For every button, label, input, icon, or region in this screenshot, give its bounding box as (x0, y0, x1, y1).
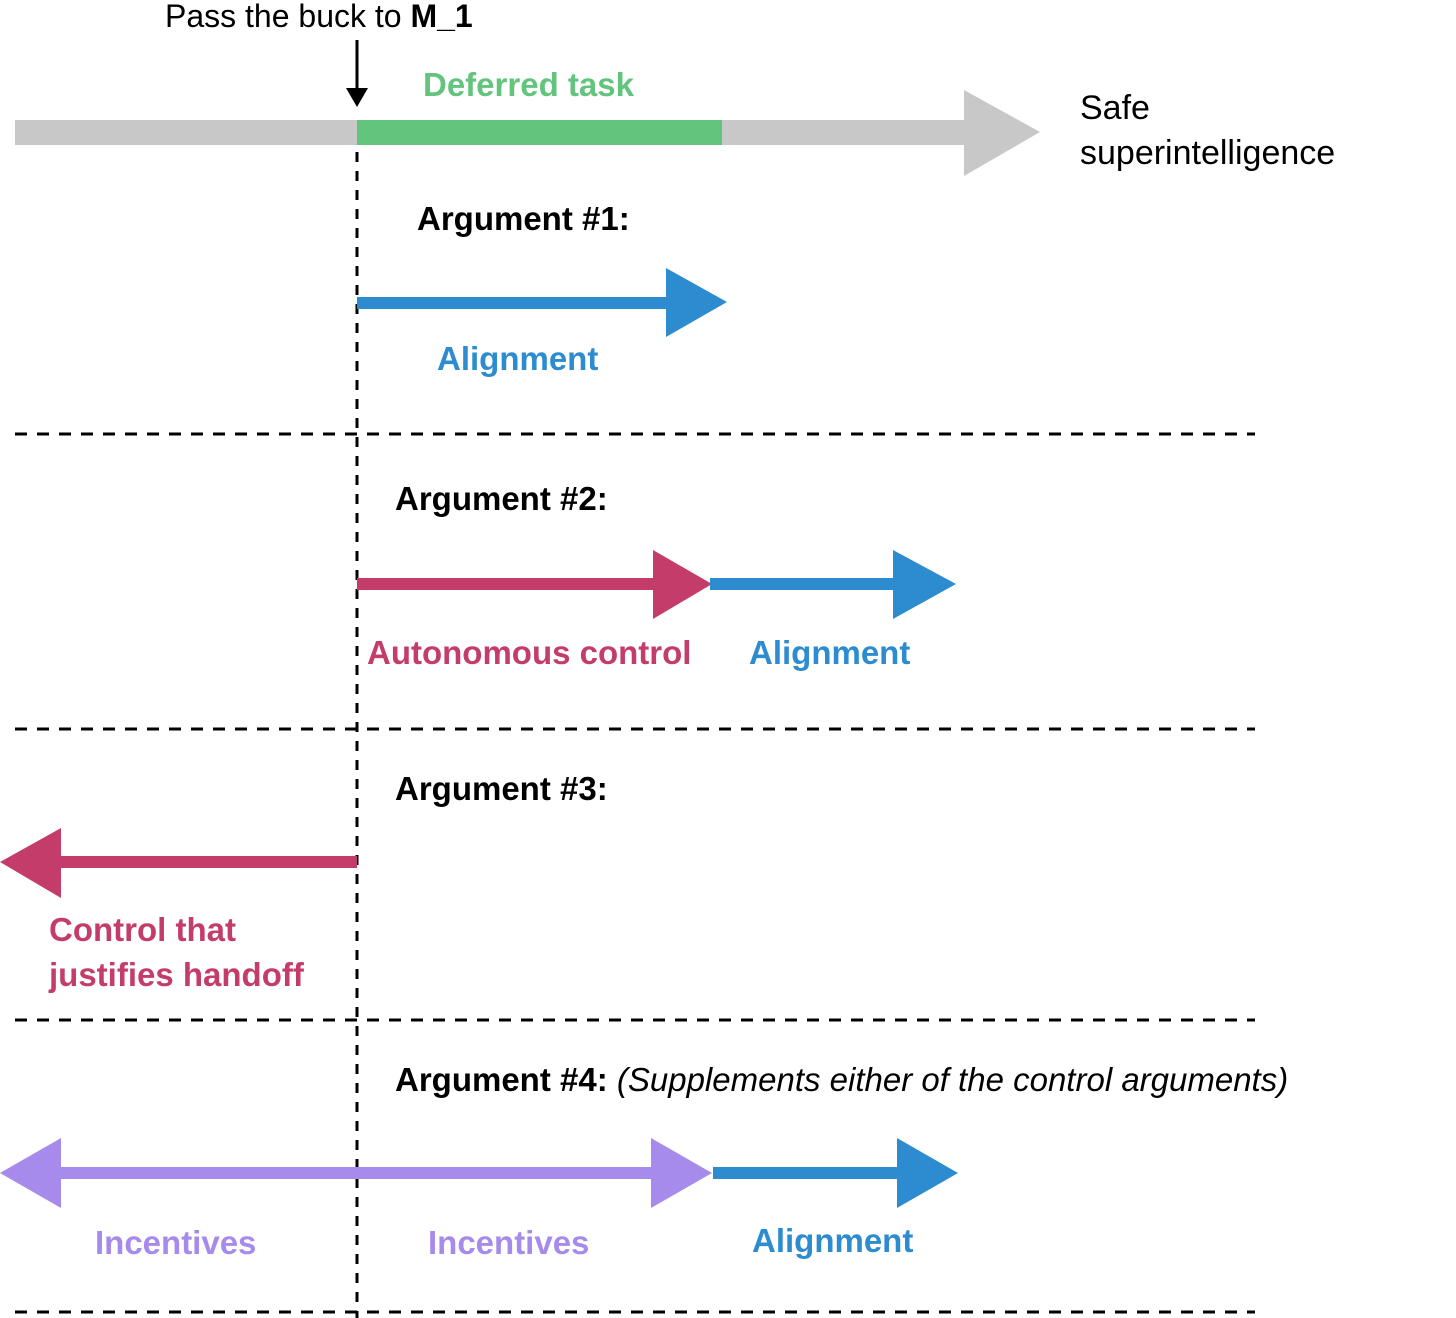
arg3-control-label-line2: justifies handoff (49, 956, 304, 993)
arg1-alignment-label: Alignment (437, 340, 599, 377)
arg3-control-shaft (58, 856, 357, 868)
goal-label-line2: superintelligence (1080, 134, 1336, 172)
argument-2-title: Argument #2: (395, 480, 608, 517)
arg4-incentives-shaft (58, 1167, 656, 1179)
arg2-alignment-arrowhead (893, 550, 956, 619)
arg4-alignment-arrowhead (897, 1138, 958, 1208)
arg2-alignment-shaft (710, 578, 896, 590)
arg4-incentives-left-label: Incentives (95, 1224, 257, 1261)
argument-1-title: Argument #1: (417, 200, 630, 237)
deferred-task-label: Deferred task (423, 66, 634, 103)
arg2-alignment-label: Alignment (749, 634, 911, 671)
timeline-bar-right (722, 120, 966, 145)
arg2-control-shaft (357, 578, 655, 590)
pass-buck-label: Pass the buck to M_1 (165, 0, 473, 32)
arg3-control-label-line1: Control that (49, 911, 236, 948)
arg4-incentives-right-arrowhead (651, 1138, 712, 1208)
arg2-control-label: Autonomous control (367, 634, 692, 671)
timeline-bar-left (15, 120, 357, 145)
arg1-alignment-shaft (357, 297, 669, 309)
arg4-alignment-label: Alignment (752, 1222, 914, 1259)
deferred-task-bar (357, 120, 722, 145)
arg3-control-arrowhead (0, 828, 61, 898)
argument-4-heading: Argument #4: (Supplements either of the … (395, 1063, 1288, 1096)
argument-4-note: (Supplements either of the control argum… (616, 1061, 1289, 1098)
arg4-incentives-left-arrowhead (0, 1138, 61, 1208)
argument-3-title: Argument #3: (395, 770, 608, 807)
goal-label-line1: Safe (1080, 89, 1150, 127)
arg2-control-arrowhead (653, 550, 712, 619)
arg4-incentives-right-label: Incentives (428, 1224, 590, 1261)
argument-4-title: Argument #4: (395, 1061, 608, 1098)
pass-buck-prefix: Pass the buck to (165, 0, 411, 34)
arg1-alignment-arrowhead (666, 268, 727, 337)
timeline-arrowhead (964, 90, 1040, 176)
pass-buck-model: M_1 (410, 0, 473, 34)
pass-buck-arrow-head (346, 88, 368, 107)
arg4-alignment-shaft (713, 1167, 900, 1179)
